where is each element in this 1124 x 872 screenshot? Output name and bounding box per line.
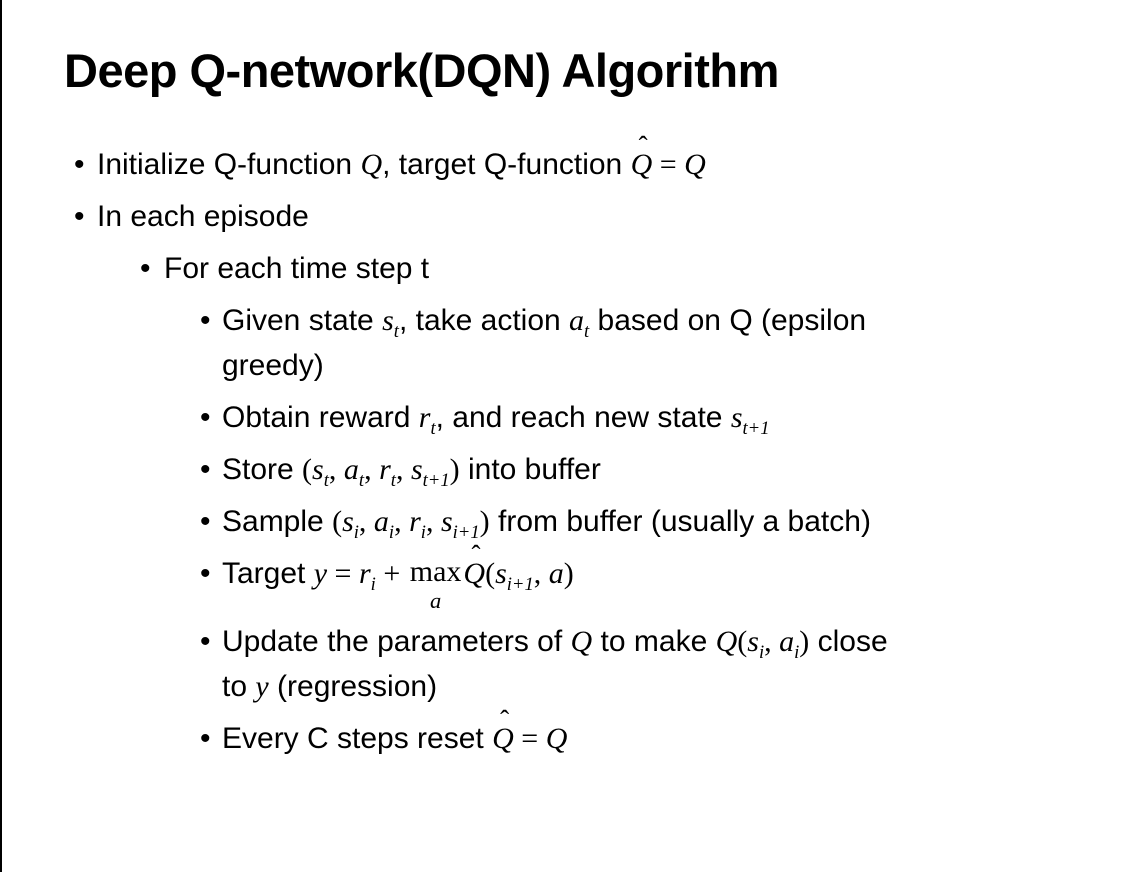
bullet-item-initialize: • Initialize Q-function Q, target Q-func… (2, 130, 1124, 187)
bullet-text: Update the parameters of Q to make Q(si,… (222, 625, 888, 704)
bullet-marker: • (200, 304, 211, 338)
bullet-marker: • (74, 200, 85, 234)
bullet-item-sample-buffer: • Sample (si, ai, ri, si+1) from buffer … (2, 499, 1124, 544)
bullet-marker: • (74, 148, 85, 182)
bullet-text: Given state st, take action at based on … (222, 304, 867, 383)
bullet-marker: • (200, 453, 211, 487)
bullet-marker: • (200, 505, 211, 539)
bullet-text: In each episode (97, 200, 309, 234)
bullet-item-episode: • In each episode (2, 194, 1124, 239)
bullet-marker: • (200, 722, 211, 756)
bullet-item-update-parameters: • Update the parameters of Q to make Q(s… (2, 619, 1124, 709)
bullet-marker: • (140, 252, 151, 286)
slide-title: Deep Q-network(DQN) Algorithm (64, 44, 779, 97)
bullet-text: For each time step t (164, 252, 430, 286)
bullet-item-store-buffer: • Store (st, at, rt, st+1) into buffer (2, 447, 1124, 492)
bullet-item-timestep: • For each time step t (2, 246, 1124, 291)
bullet-list: • Initialize Q-function Q, target Q-func… (2, 130, 1124, 761)
bullet-text: Obtain reward rt, and reach new state st… (222, 401, 770, 440)
bullet-text: Initialize Q-function Q, target Q-functi… (97, 130, 706, 187)
bullet-marker: • (200, 401, 211, 435)
bullet-marker: • (200, 625, 211, 659)
bullet-text: Store (st, at, rt, st+1) into buffer (222, 453, 601, 492)
bullet-item-obtain-reward: • Obtain reward rt, and reach new state … (2, 395, 1124, 440)
bullet-marker: • (200, 557, 211, 591)
bullet-item-given-state: • Given state st, take action at based o… (2, 298, 1124, 388)
bullet-text: Sample (si, ai, ri, si+1) from buffer (u… (222, 505, 871, 544)
